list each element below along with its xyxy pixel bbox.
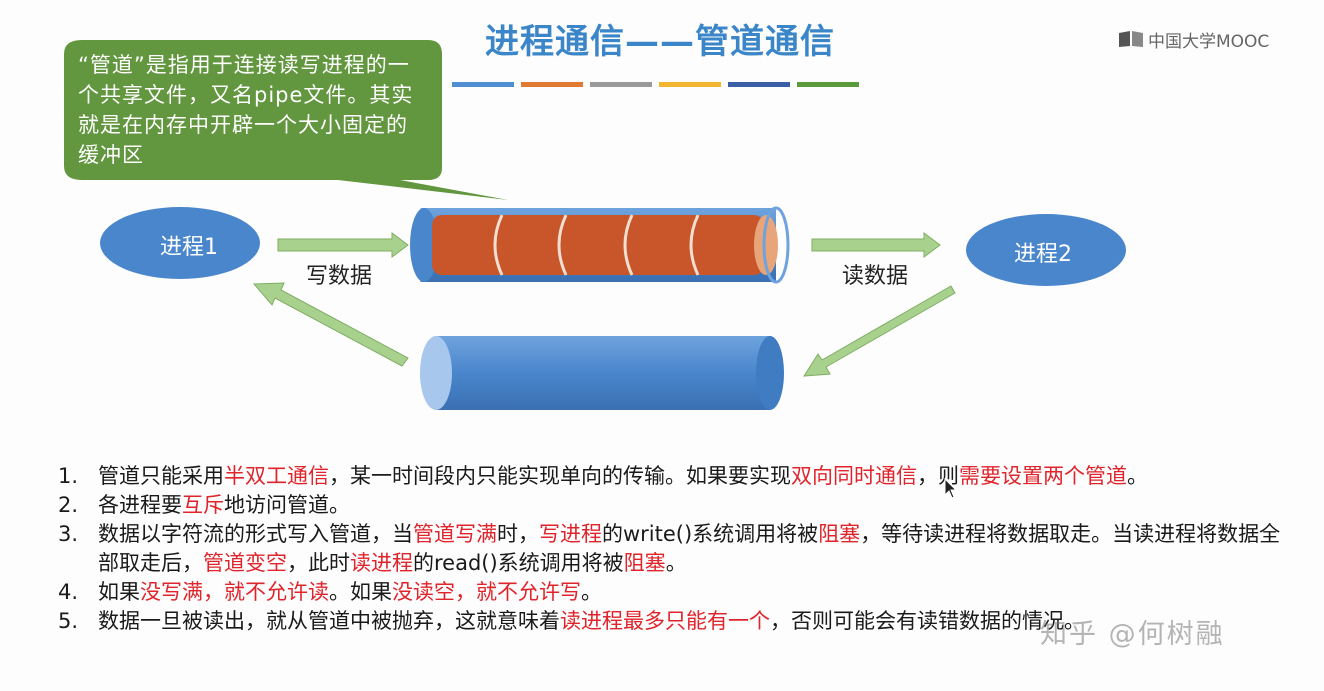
body-text: ，否则可能会有读错数据的情况。 [770,609,1085,633]
accent-bar-green [797,82,859,87]
accent-bar-gray [590,82,652,87]
accent-bar-blue [452,82,514,87]
body-text: ，此时 [287,551,350,575]
list-item: 2. 各进程要互斥地访问管道。 [58,491,1288,520]
list-item: 1. 管道只能采用半双工通信，某一时间段内只能实现单向的传输。如果要实现双向同时通… [58,462,1288,491]
mooc-logo: 中国大学MOOC [1118,28,1270,52]
accent-bar-navy [728,82,790,87]
write-data-label: 写数据 [306,264,373,289]
body-text: 地访问管道。 [224,493,350,517]
list-item: 3. 数据以字符流的形式写入管道，当管道写满时，写进程的write()系统调用将被… [58,520,1288,578]
body-text: 数据以字符流的形式写入管道，当 [98,522,413,546]
return-arrow-right [803,285,956,377]
list-number: 5. [58,609,79,633]
accent-bar-orange [521,82,583,87]
list-number: 2. [58,493,79,517]
body-text: 。 [1127,464,1148,488]
body-text: 。 [581,580,602,604]
slide-title: 进程通信——管道通信 [485,22,835,62]
process1-label: 进程1 [160,235,218,260]
accent-bar-yellow [659,82,721,87]
list-item: 4. 如果没写满，就不允许读。如果没读空，就不允许写。 [58,578,1288,607]
process2-label: 进程2 [1014,242,1072,267]
body-text: 时， [497,522,539,546]
mouse-cursor-icon [944,478,958,499]
callout-text: “管道”是指用于连接读写进程的一个共享文件，又名pipe文件。其实就是在内存中开… [78,53,414,167]
flow-arrows [252,232,956,377]
list-item: 5. 数据一旦被读出，就从管道中被抛弃，这就意味着读进程最多只能有一个，否则可能会… [58,607,1288,636]
read-arrow [811,232,941,258]
list-number: 1. [58,464,79,488]
pipe-empty [420,336,784,410]
highlighted-text: 读进程 [350,551,413,575]
highlighted-text: 没读空，就不允许写 [392,580,581,604]
highlighted-text: 双向同时通信 [791,464,917,488]
body-text: ，则 [917,464,959,488]
list-number: 3. [58,522,79,546]
highlighted-text: 管道变空 [203,551,287,575]
return-arrow-left [252,282,409,367]
highlighted-text: 读进程最多只能有一个 [560,609,770,633]
list-number: 4. [58,580,79,604]
highlighted-text: 需要设置两个管道 [959,464,1127,488]
read-data-label: 读数据 [842,264,909,289]
highlighted-text: 阻塞 [818,522,861,546]
process1-node [100,207,260,279]
write-arrow [277,232,409,258]
body-text: 。如果 [329,580,392,604]
body-text: ，等待读进程将数据取走。当读进程将数据全部取走后， [98,522,1281,575]
highlighted-text: 阻塞 [623,551,666,575]
body-text: 的write()系统调用将被 [602,522,819,546]
pipe-diagram [100,206,1126,410]
book-icon [1119,31,1143,47]
body-text: 。 [665,551,687,575]
highlighted-text: 没写满，就不允许读 [140,580,329,604]
logo-text: 中国大学MOOC [1148,31,1270,52]
watermark: 知乎 @何树融 [1040,619,1225,650]
body-text: ，某一时间段内只能实现单向的传输。如果要实现 [329,464,791,488]
highlighted-text: 半双工通信 [224,464,329,488]
highlighted-text: 互斥 [182,493,224,517]
process2-node [966,214,1126,286]
body-text: 各进程要 [98,493,182,517]
body-text: 数据一旦被读出，就从管道中被抛弃，这就意味着 [98,609,560,633]
highlighted-text: 写进程 [539,522,602,546]
body-text: 如果 [98,580,140,604]
body-text: 的read()系统调用将被 [413,551,624,575]
body-text: 管道只能采用 [98,464,224,488]
pipe-rules-list: 1. 管道只能采用半双工通信，某一时间段内只能实现单向的传输。如果要实现双向同时通… [58,462,1288,636]
pipe-with-data [410,206,790,284]
highlighted-text: 管道写满 [413,522,497,546]
